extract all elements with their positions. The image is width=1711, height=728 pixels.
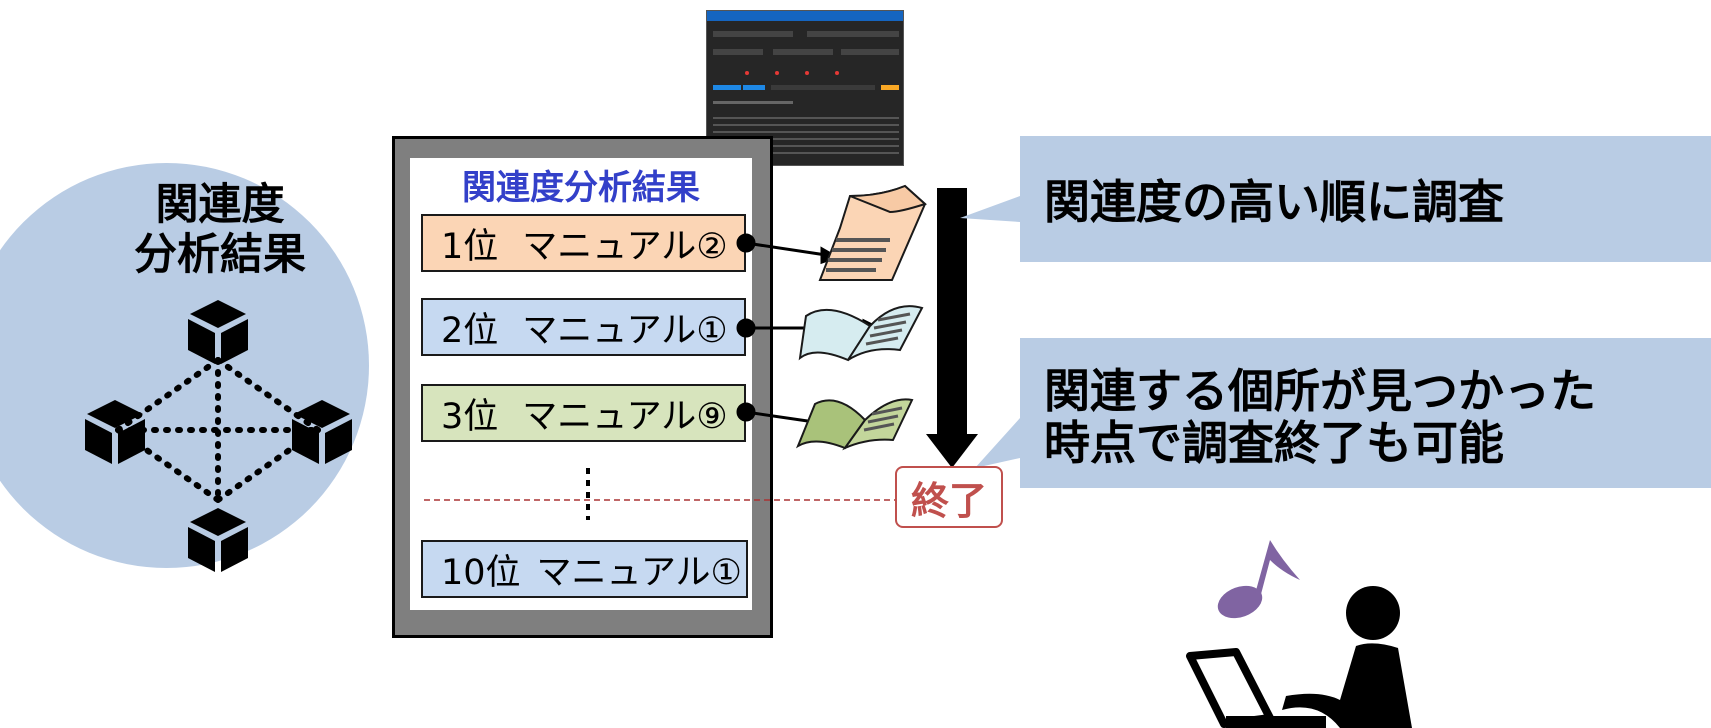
end-label: 終了 bbox=[895, 466, 1003, 528]
rank-item-1: 1位 マニュアル② bbox=[421, 214, 746, 272]
screenshot-header-bar bbox=[707, 11, 903, 21]
callout-box-1 bbox=[960, 136, 1711, 262]
callout-text-2: 関連する個所が見つかった 時点で調査終了も可能 bbox=[1044, 364, 1596, 470]
progress-arrow-shaft bbox=[937, 188, 967, 434]
rank-position: 1位 bbox=[441, 226, 499, 267]
music-note-icon bbox=[1217, 540, 1300, 619]
panel-title: 関連度分析結果 bbox=[462, 168, 700, 208]
rank-manual: マニュアル① bbox=[522, 310, 728, 351]
analysis-circle bbox=[0, 163, 369, 568]
rank-item-2: 2位 マニュアル① bbox=[421, 298, 746, 356]
book-icon bbox=[818, 184, 927, 281]
rank-position: 10位 bbox=[441, 552, 521, 593]
rank-manual: マニュアル⑨ bbox=[522, 396, 728, 437]
book-icon bbox=[795, 398, 914, 451]
rank-item-10: 10位 マニュアル① bbox=[421, 540, 748, 598]
circle-title: 関連度 分析結果 bbox=[134, 180, 306, 280]
rank-position: 3位 bbox=[441, 396, 499, 437]
rank-manual: マニュアル② bbox=[522, 226, 728, 267]
callout-text-1: 関連度の高い順に調査 bbox=[1044, 175, 1504, 229]
rank-manual: マニュアル① bbox=[536, 552, 742, 593]
connector-arrow bbox=[745, 241, 827, 257]
callout-box-2 bbox=[975, 338, 1711, 488]
cube-network-icon bbox=[85, 300, 352, 572]
screenshot-content bbox=[713, 31, 899, 154]
rank-item-3: 3位 マニュアル⑨ bbox=[421, 384, 746, 442]
person-laptop-icon bbox=[1186, 586, 1412, 728]
rank-position: 2位 bbox=[441, 310, 499, 351]
progress-arrow-head bbox=[926, 434, 978, 468]
book-icon bbox=[798, 305, 924, 362]
